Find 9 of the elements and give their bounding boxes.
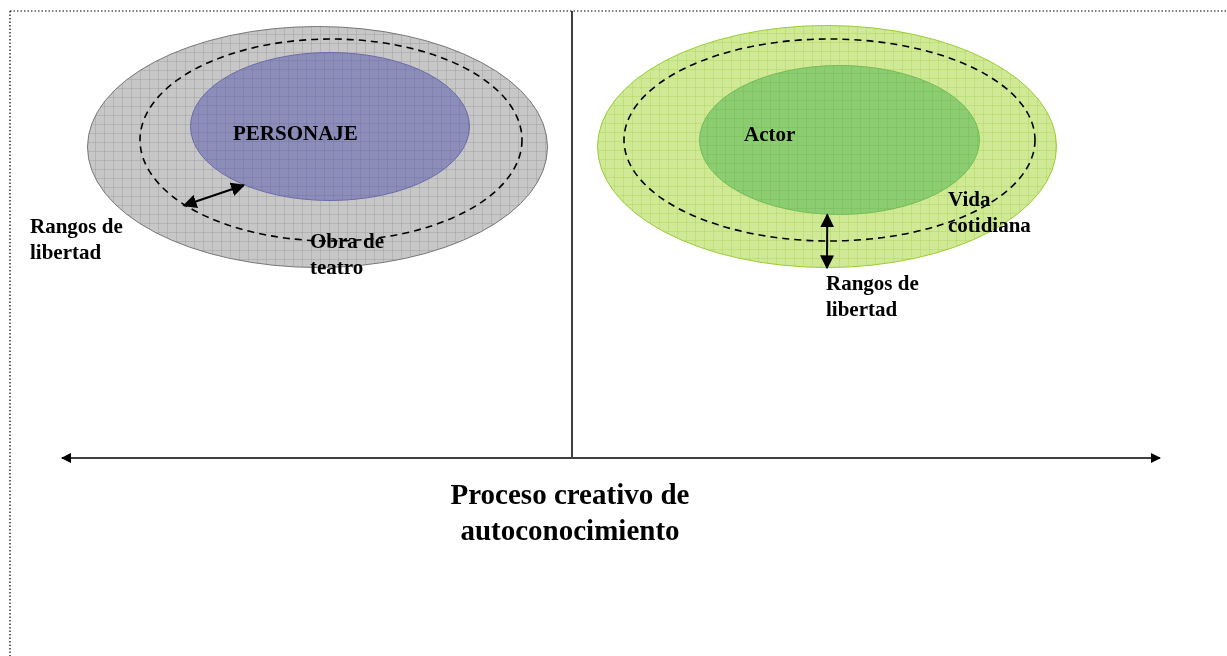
ellipse-label: Vida cotidiana — [948, 186, 1032, 238]
range-label: Rangos de libertad — [30, 213, 124, 265]
range-label: Rangos de libertad — [826, 270, 920, 322]
axis-caption: Proceso creativo de autoconocimiento — [449, 477, 691, 548]
ellipse-label: PERSONAJE — [233, 120, 358, 146]
ellipse-label: Actor — [744, 121, 796, 147]
double-arrow — [820, 213, 835, 270]
double-arrow — [182, 182, 246, 209]
ellipse-label: Obra de teatro — [310, 228, 386, 280]
